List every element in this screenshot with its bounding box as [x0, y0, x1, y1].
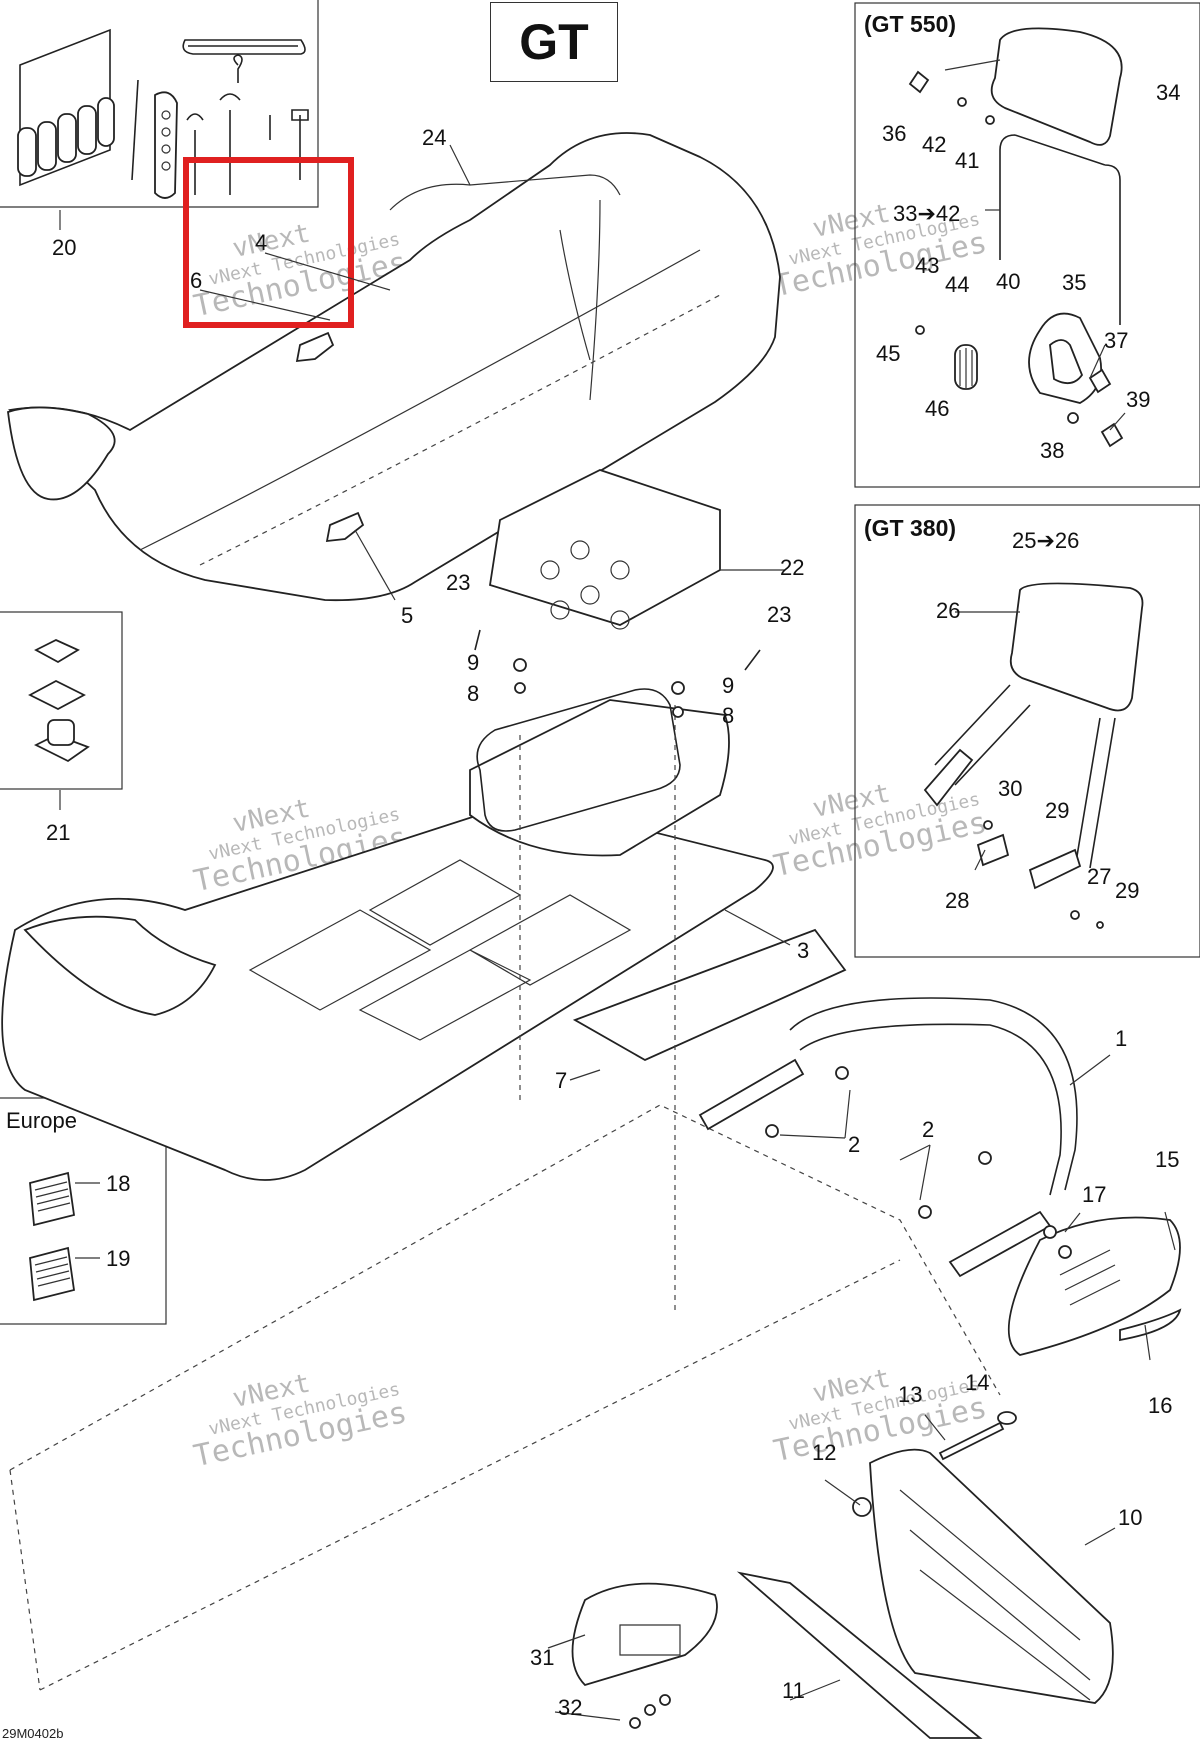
gt550-heading: (GT 550) [864, 11, 956, 37]
callout-14: 14 [965, 1370, 989, 1395]
callout-36: 36 [882, 121, 906, 146]
callout-2: 2 [848, 1132, 860, 1157]
diagram-code: 29M0402b [2, 1726, 63, 1741]
callout-6: 6 [190, 268, 202, 293]
callout-39: 39 [1126, 387, 1150, 412]
callout-26: 26 [936, 598, 960, 623]
rear-flap [571, 1411, 1114, 1739]
callout-11: 11 [782, 1678, 805, 1703]
callout-43: 43 [915, 253, 939, 278]
callout-32: 32 [558, 1695, 582, 1720]
callout-29: 29 [1045, 798, 1069, 823]
chassis-outline [9, 705, 1001, 1691]
callout-7: 7 [555, 1068, 567, 1093]
callout-24: 24 [422, 125, 446, 150]
highlight-box [183, 157, 354, 328]
callout-27: 27 [1087, 864, 1111, 889]
callout-41: 41 [955, 148, 979, 173]
callout-44: 44 [945, 272, 969, 297]
callout-3: 3 [797, 938, 809, 963]
diagram-title: GT [490, 2, 618, 82]
leader-lines [59, 59, 1176, 1721]
callout-4: 4 [255, 230, 267, 255]
tool-kit-inset [0, 0, 319, 208]
callout-42: 42 [922, 132, 946, 157]
callout-18: 18 [106, 1171, 130, 1196]
callout-40: 40 [996, 269, 1020, 294]
callout-25: 25➔26 [1012, 528, 1079, 553]
callout-5: 5 [401, 603, 413, 628]
callouts: (GT 550) (GT 380) Europe 1 2 2 3 4 5 6 7… [2, 11, 1180, 1741]
callout-8: 8 [722, 703, 734, 728]
callout-13: 13 [898, 1382, 922, 1407]
grab-handle [698, 997, 1182, 1356]
gt380-inset [854, 504, 1200, 958]
europe-heading: Europe [6, 1108, 77, 1133]
callout-21: 21 [46, 820, 70, 845]
callout-10: 10 [1118, 1505, 1142, 1530]
callout-31: 31 [530, 1645, 554, 1670]
callout-28: 28 [945, 888, 969, 913]
callout-34: 34 [1156, 80, 1180, 105]
callout-22: 22 [780, 555, 804, 580]
callout-23: 23 [767, 602, 791, 627]
callout-20: 20 [52, 235, 76, 260]
callout-9: 9 [722, 673, 734, 698]
callout-29: 29 [1115, 878, 1139, 903]
seat [7, 132, 781, 602]
gt550-inset [854, 2, 1200, 488]
callout-35: 35 [1062, 270, 1086, 295]
gt380-heading: (GT 380) [864, 515, 956, 541]
callout-19: 19 [106, 1246, 130, 1271]
small-hardware [474, 629, 761, 718]
callout-8: 8 [467, 681, 479, 706]
seat-base [1, 469, 847, 1181]
callout-16: 16 [1148, 1393, 1172, 1418]
callout-1: 1 [1115, 1026, 1127, 1051]
callout-2: 2 [922, 1117, 934, 1142]
callout-9: 9 [467, 650, 479, 675]
callout-37: 37 [1104, 328, 1128, 353]
callout-17: 17 [1082, 1182, 1106, 1207]
mount-hardware-inset [0, 611, 123, 790]
callout-12: 12 [812, 1440, 836, 1465]
callout-38: 38 [1040, 438, 1064, 463]
callout-46: 46 [925, 396, 949, 421]
callout-30: 30 [998, 776, 1022, 801]
callout-23: 23 [446, 570, 470, 595]
callout-15: 15 [1155, 1147, 1179, 1172]
callout-33: 33➔42 [893, 201, 960, 226]
callout-45: 45 [876, 341, 900, 366]
